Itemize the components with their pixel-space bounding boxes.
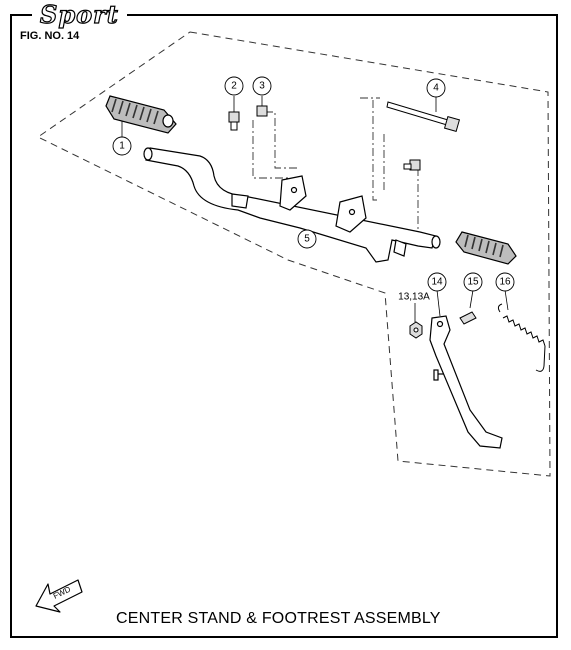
brand-logo: Sport [32, 1, 127, 28]
spring-part-16 [497, 303, 546, 372]
callout-circle-15 [463, 272, 483, 292]
pin-part-15 [459, 311, 477, 325]
callout-label-15: 15 [467, 277, 479, 288]
callout-label-2: 2 [231, 81, 237, 92]
callout-circle-16 [495, 272, 515, 292]
callout-circle-2 [224, 76, 244, 96]
left-footrest-rubber [105, 95, 177, 134]
leader-lines [252, 97, 419, 230]
callout-label-14: 14 [431, 277, 443, 288]
diagram-frame [10, 14, 558, 638]
callout-label-13: 13,13A [398, 292, 430, 303]
bolt-part-2 [228, 111, 240, 131]
callout-label-1: 1 [119, 141, 125, 152]
small-bolt [403, 159, 421, 171]
side-stand-part-14 [429, 315, 503, 449]
assembly-boundary [37, 31, 551, 477]
callout-circle-1 [112, 136, 132, 156]
callout-circle-5 [297, 229, 317, 249]
figure-number: FIG. NO. 14 [20, 30, 80, 42]
callout-label-5: 5 [304, 234, 310, 245]
right-footrest-rubber [455, 231, 517, 265]
diagram-caption: CENTER STAND & FOOTREST ASSEMBLY [116, 610, 441, 627]
long-bolt-part-4 [386, 101, 461, 133]
callout-circle-14 [427, 272, 447, 292]
footrest-bar [143, 147, 441, 263]
callout-circle-4 [426, 78, 446, 98]
callout-label-16: 16 [499, 277, 511, 288]
forward-arrow-icon: FWD [35, 579, 83, 613]
nut-part-13 [409, 321, 423, 339]
callout-label-3: 3 [259, 81, 265, 92]
callout-label-4: 4 [433, 83, 439, 94]
callout-circle-3 [252, 76, 272, 96]
nut-part-3 [256, 105, 268, 117]
